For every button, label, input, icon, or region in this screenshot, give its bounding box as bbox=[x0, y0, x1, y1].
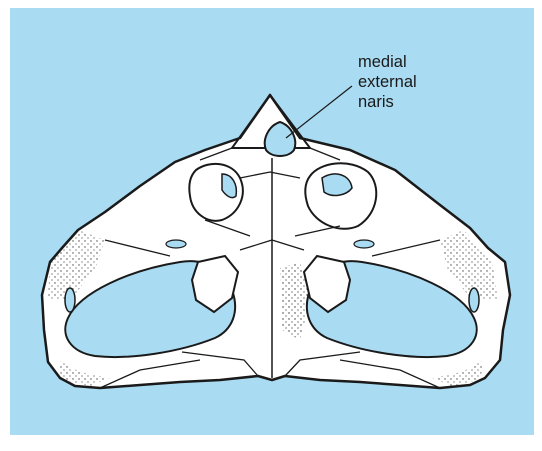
left-small-foramen bbox=[166, 240, 186, 248]
right-small-foramen bbox=[354, 240, 374, 248]
naris-label-line-3: naris bbox=[358, 92, 417, 112]
left-side-opening bbox=[65, 288, 75, 312]
naris-label-line-1: medial bbox=[358, 52, 417, 72]
naris-label: medial external naris bbox=[358, 52, 417, 112]
right-side-opening bbox=[469, 288, 479, 312]
naris-label-line-2: external bbox=[358, 72, 417, 92]
callout-leader-line bbox=[286, 86, 352, 138]
